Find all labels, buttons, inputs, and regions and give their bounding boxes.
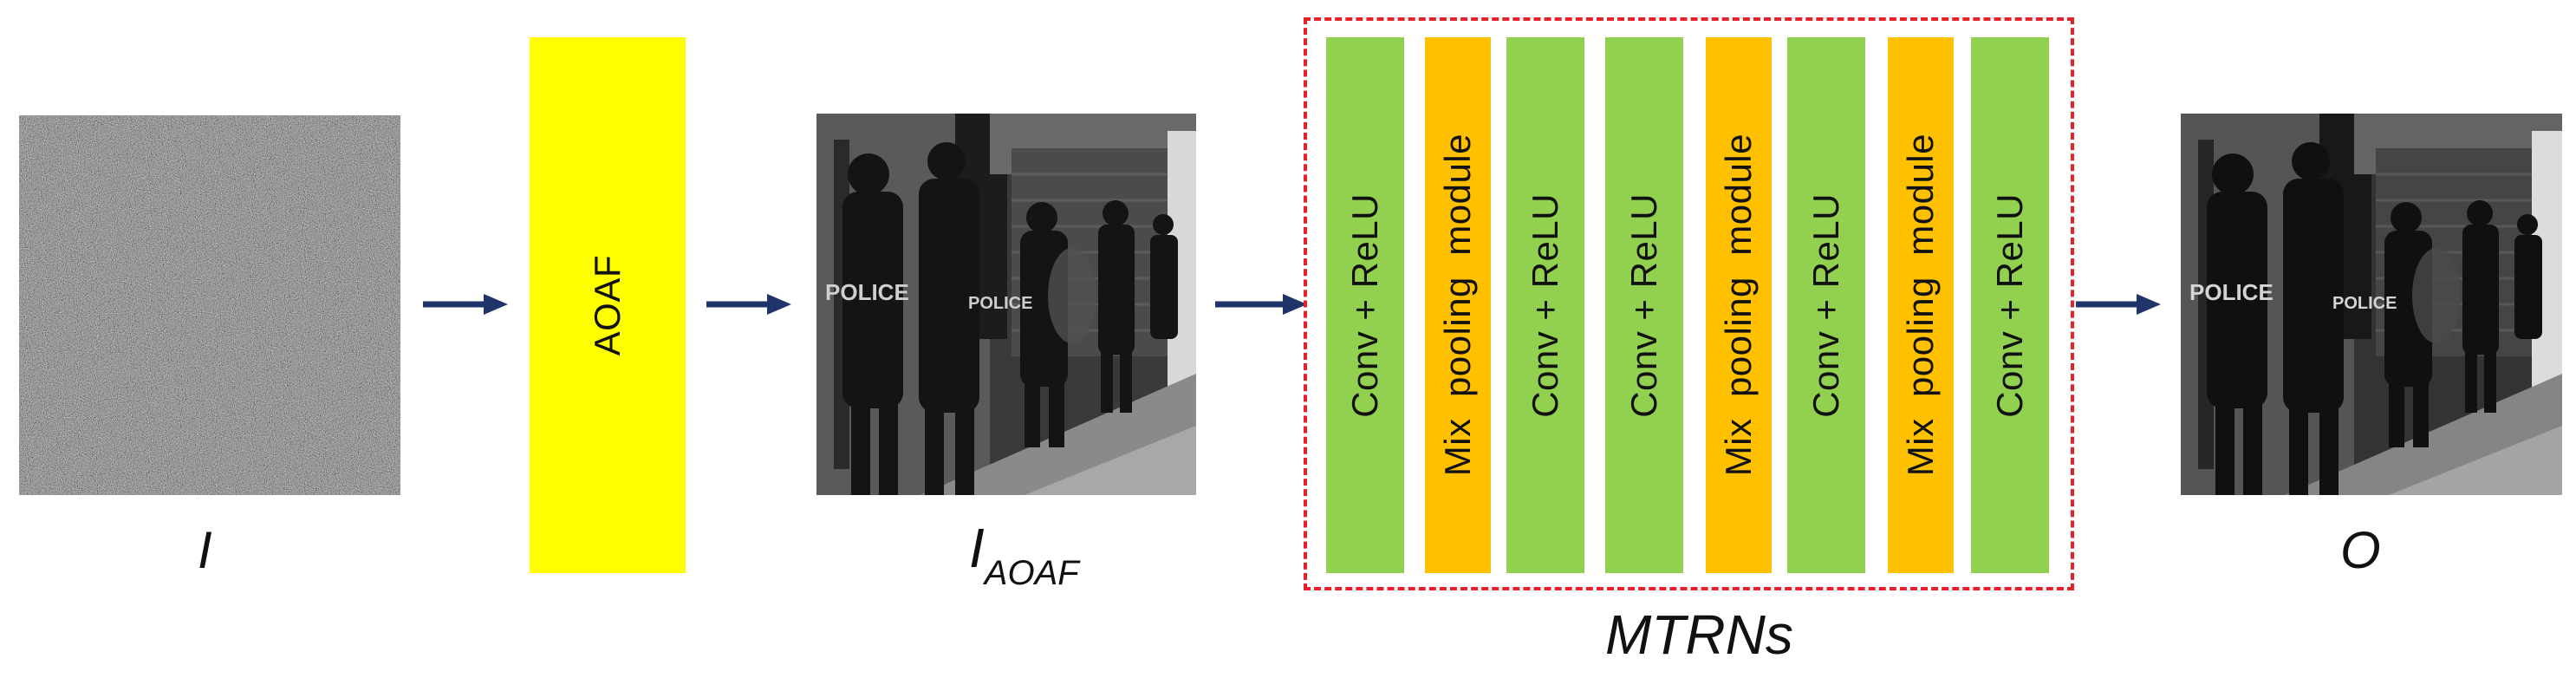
- mtrn-block-7: Mix pooling module: [1888, 37, 1954, 573]
- arrow-aoaf-to-image: [706, 294, 791, 315]
- arrow-input-to-aoaf: [423, 294, 508, 315]
- output-image: POLICE POLICE: [2181, 114, 2562, 495]
- mtrns-group-label: MTRNs: [1605, 603, 1793, 666]
- input-noise-image: [19, 115, 400, 495]
- mtrn-block-7-label: Mix pooling module: [1900, 134, 1941, 477]
- mtrn-block-4: Conv + ReLU: [1605, 37, 1683, 573]
- mtrn-block-2-label: Mix pooling module: [1437, 134, 1478, 477]
- output-label: O: [2340, 521, 2381, 579]
- mtrn-block-5-label: Mix pooling module: [1718, 134, 1759, 477]
- mtrn-block-1: Conv + ReLU: [1326, 37, 1404, 573]
- aoaf-output-image: POLICE POLICE: [816, 114, 1196, 495]
- input-label: I: [198, 521, 212, 579]
- police-text-mid: POLICE: [968, 294, 1032, 313]
- mtrn-block-8-label: Conv + ReLU: [1989, 192, 2030, 418]
- police-text-mid-output: POLICE: [2332, 294, 2397, 313]
- aoaf-output-label: IAOAF: [969, 516, 1079, 592]
- arrow-image-to-mtrns: [1215, 294, 1307, 315]
- mtrns-group-border: [1304, 17, 2074, 590]
- mtrn-block-2: Mix pooling module: [1425, 37, 1491, 573]
- mtrn-block-4-label: Conv + ReLU: [1623, 192, 1664, 418]
- aoaf-block: AOAF: [530, 37, 686, 573]
- mtrn-block-6: Conv + ReLU: [1787, 37, 1865, 573]
- mtrn-block-1-label: Conv + ReLU: [1344, 192, 1385, 418]
- aoaf-block-label: AOAF: [587, 254, 628, 356]
- police-text-left-output: POLICE: [2189, 279, 2274, 305]
- aoaf-output-label-main: I: [969, 517, 985, 579]
- police-text-left: POLICE: [825, 279, 909, 305]
- aoaf-output-label-sub: AOAF: [984, 554, 1079, 592]
- mtrn-block-5: Mix pooling module: [1706, 37, 1772, 573]
- mtrn-block-3-label: Conv + ReLU: [1525, 192, 1565, 418]
- mtrn-block-8: Conv + ReLU: [1971, 37, 2049, 573]
- mtrn-block-3: Conv + ReLU: [1506, 37, 1584, 573]
- arrow-mtrns-to-output: [2076, 294, 2161, 315]
- mtrn-block-6-label: Conv + ReLU: [1805, 192, 1846, 418]
